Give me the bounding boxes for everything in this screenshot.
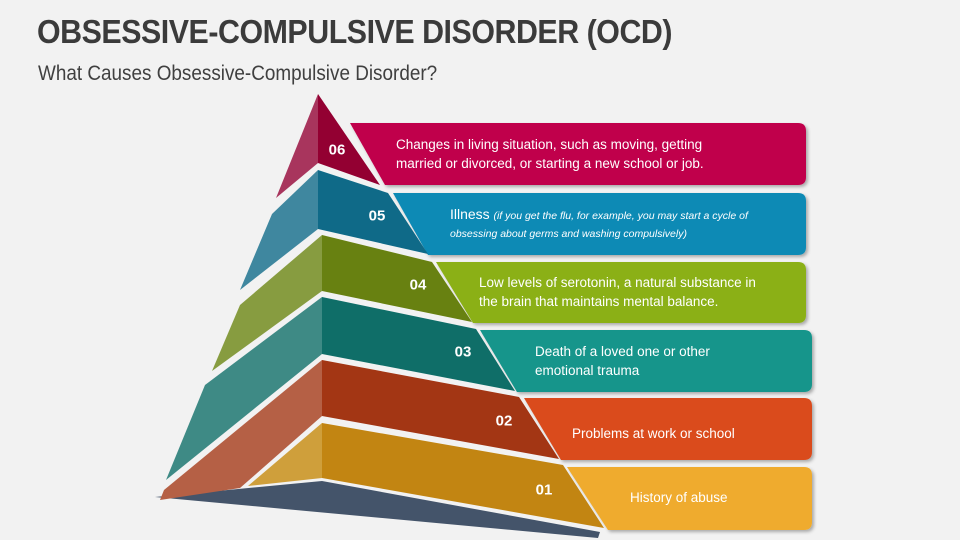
level-05-detail-line1: (if you get the flu, for example, you ma… (493, 210, 748, 222)
level-05-text-line2: obsessing about germs and washing compul… (450, 226, 748, 241)
banner-06 (350, 123, 806, 185)
pyramid-level-05-front (318, 170, 428, 254)
banner-01 (567, 467, 812, 530)
pyramid-level-03-front (322, 297, 515, 391)
level-03-text-line1: Death of a loved one or other (535, 344, 710, 359)
pyramid-level-04-front (322, 235, 472, 322)
level-02-text-line1: Problems at work or school (572, 426, 735, 441)
pyramid-level-02-left (160, 360, 322, 500)
level-05-text-line1: Illness (if you get the flu, for example… (450, 205, 748, 226)
pyramid-level-03-left (166, 297, 322, 480)
pyramid-level-04-left (212, 235, 322, 371)
pyramid-base-shadow (155, 481, 600, 538)
level-01-text-line1: History of abuse (630, 490, 728, 505)
level-number-04: 04 (409, 276, 427, 294)
level-06-text-line2: married or divorced, or starting a new s… (396, 156, 704, 171)
level-number-02: 02 (495, 412, 513, 430)
level-04-text-line2: the brain that maintains mental balance. (479, 294, 719, 309)
pyramid-level-01-front (322, 423, 604, 528)
banner-05 (393, 193, 806, 255)
banner-03 (480, 330, 812, 392)
level-03-text: Death of a loved one or other emotional … (535, 342, 710, 380)
pyramid-level-06-left (276, 94, 318, 198)
page-title: OBSESSIVE-COMPULSIVE DISORDER (OCD) (37, 13, 673, 50)
level-05-lead: Illness (450, 206, 490, 222)
pyramid-level-02-front (322, 360, 559, 459)
level-04-text: Low levels of serotonin, a natural subst… (479, 273, 756, 311)
banner-04 (436, 262, 806, 323)
level-03-text-line2: emotional trauma (535, 363, 640, 378)
level-06-text-line1: Changes in living situation, such as mov… (396, 137, 703, 152)
level-number-05: 05 (368, 207, 386, 225)
level-number-03: 03 (454, 343, 472, 361)
level-04-text-line1: Low levels of serotonin, a natural subst… (479, 275, 756, 290)
pyramid-level-01-left (248, 423, 322, 486)
level-05-detail-line2: obsessing about germs and washing compul… (450, 228, 687, 240)
banner-02 (524, 398, 812, 460)
page-subtitle: What Causes Obsessive-Compulsive Disorde… (38, 62, 438, 85)
level-05-text: Illness (if you get the flu, for example… (450, 205, 748, 241)
level-number-06: 06 (328, 141, 346, 159)
level-06-text: Changes in living situation, such as mov… (396, 135, 704, 173)
pyramid-level-05-left (240, 170, 318, 290)
level-number-01: 01 (535, 481, 553, 499)
level-02-text: Problems at work or school (572, 424, 735, 443)
level-01-text: History of abuse (630, 488, 728, 507)
pyramid-level-06-front (318, 94, 380, 185)
